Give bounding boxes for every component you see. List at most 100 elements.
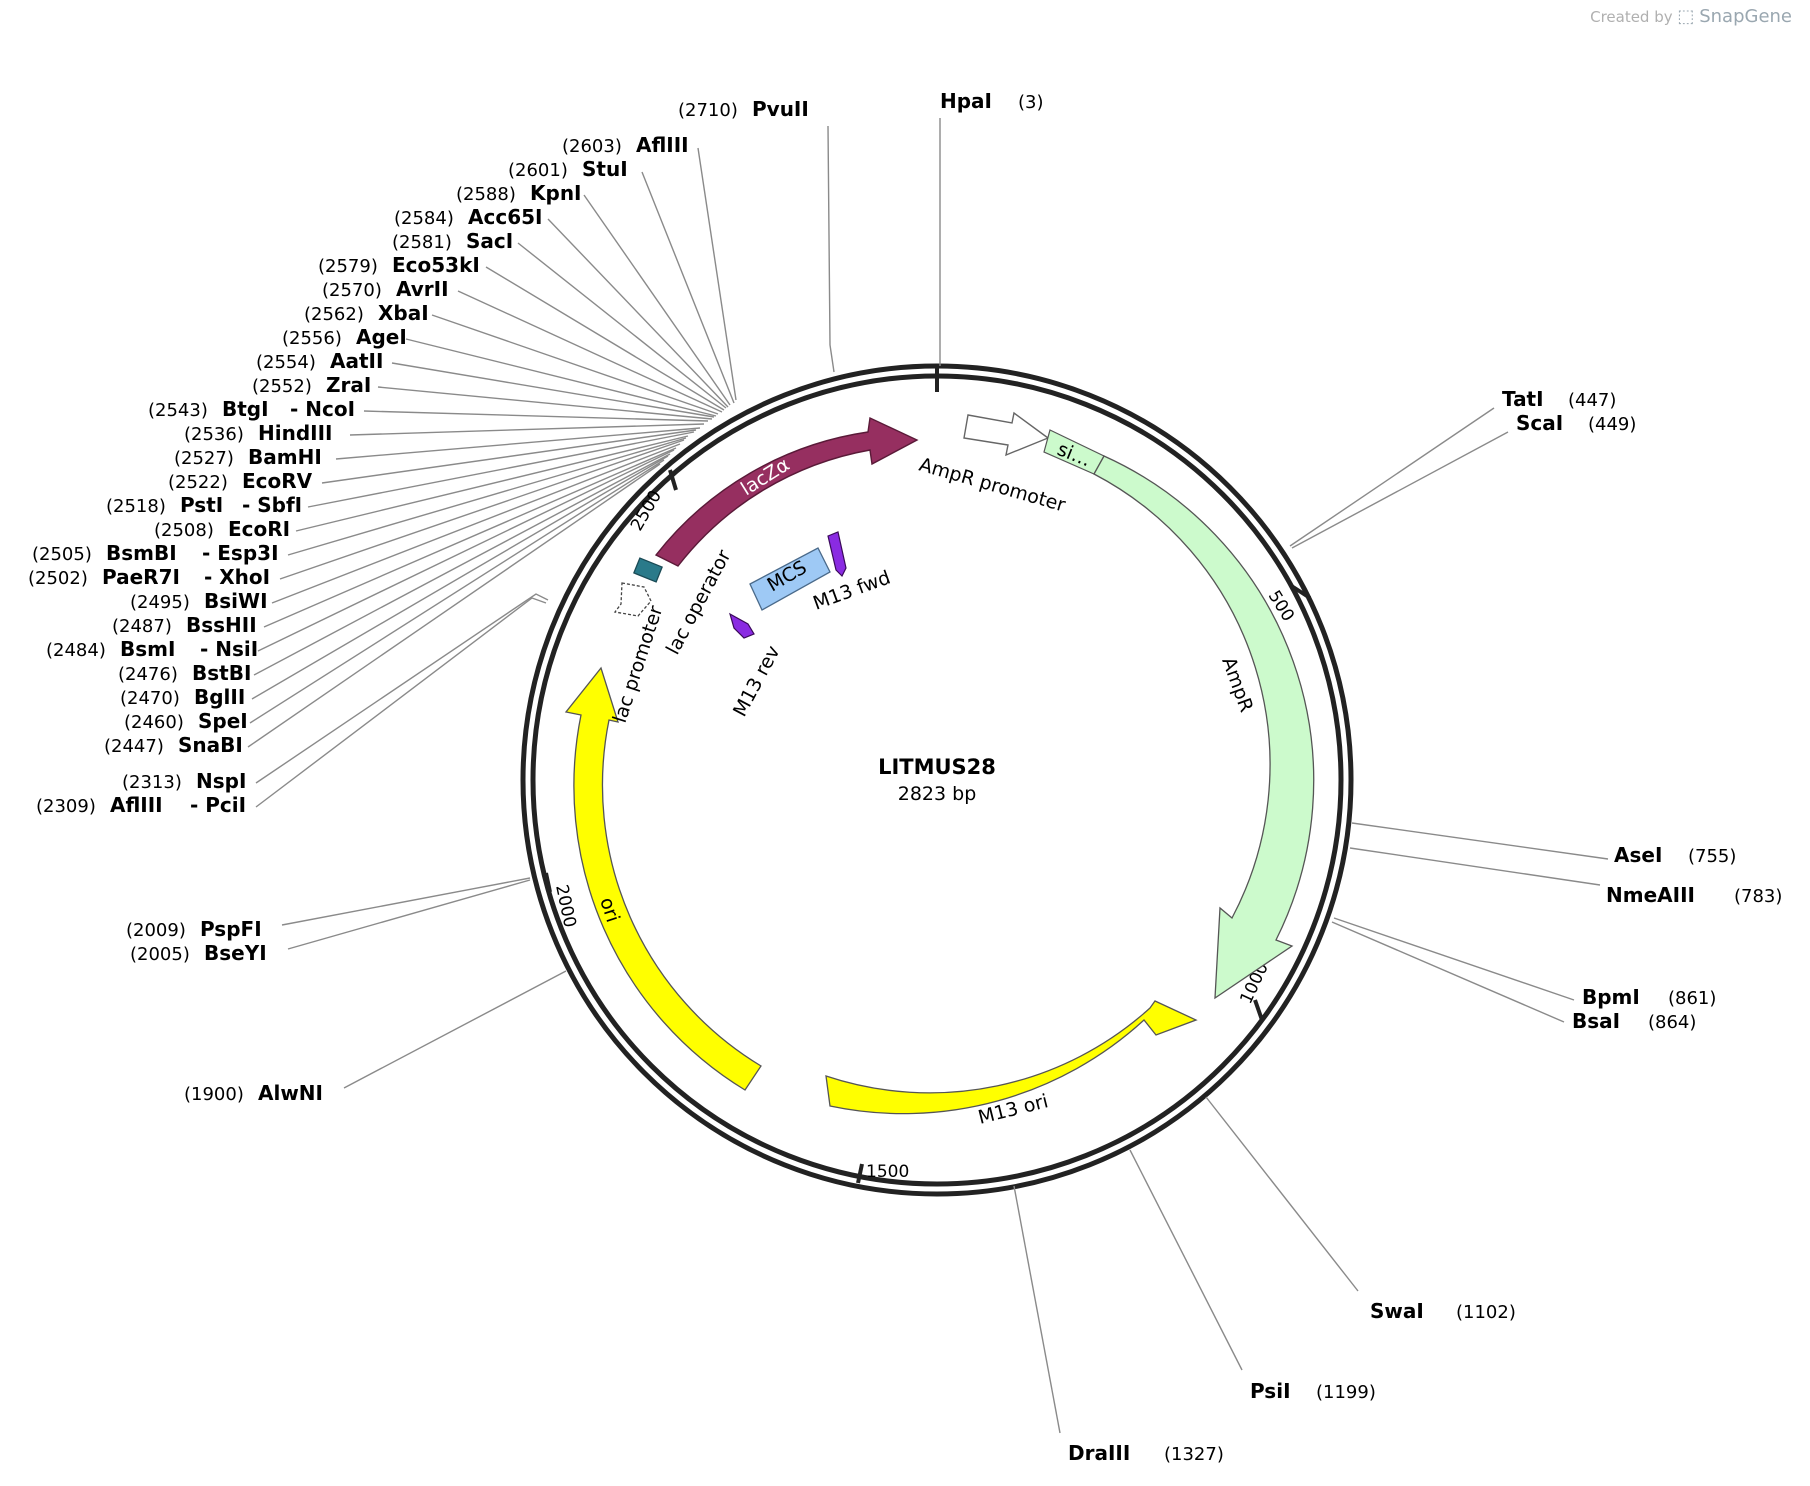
site-name-afliii-2[interactable]: AflIII [110,793,163,817]
site-name-nsii[interactable]: - NsiI [200,637,258,661]
site-name-hindiii[interactable]: HindIII [258,421,332,445]
site-name-avrii[interactable]: AvrII [396,277,449,301]
ampr-promoter-label: AmpR promoter [917,454,1068,517]
site-name-pvuii[interactable]: PvuII [752,97,809,121]
leader-pspfi [281,877,531,926]
site-name-bseyi[interactable]: BseYI [204,941,267,965]
site-pos-btgi: (2543) [148,400,208,421]
leader-nsii [257,449,675,652]
site-name-bsshii[interactable]: BssHII [186,613,257,637]
site-name-acc65i[interactable]: Acc65I [468,205,542,229]
site-name-bsai[interactable]: BsaI [1572,1009,1620,1033]
site-pos-bsmi: (2484) [46,640,106,661]
site-name-tati[interactable]: TatI [1502,387,1544,411]
site-name-zrai[interactable]: ZraI [326,373,371,397]
leader-tati [1289,407,1495,547]
site-pos-agei: (2556) [282,328,342,349]
site-name-bpmi[interactable]: BpmI [1582,985,1640,1009]
site-pos-ecori: (2508) [154,520,214,541]
site-name-saci[interactable]: SacI [466,229,513,253]
ampr-promoter-feature[interactable] [963,411,1050,457]
leader-esp3i [287,437,687,556]
leader-ecori [295,435,689,532]
site-pos-stui: (2601) [508,160,568,181]
site-name-agei[interactable]: AgeI [356,325,407,349]
site-pos-avrii: (2570) [322,280,382,301]
site-name-nmeaiii[interactable]: NmeAIII [1606,883,1695,907]
leader-ecorv [321,429,697,484]
tick-label-2000: 2000 [551,883,580,929]
plasmid-length: 2823 bp [898,783,977,805]
site-pos-bglii: (2470) [120,688,180,709]
left-leader-lines [247,125,835,1089]
m13-rev-primer[interactable] [729,612,755,639]
lac-promoter-label: lac promoter [609,603,668,726]
site-name-swai[interactable]: SwaI [1370,1299,1424,1323]
site-pos-bsshii: (2487) [112,616,172,637]
site-pos-alwni: (1900) [184,1084,244,1105]
site-name-btgi[interactable]: BtgI [222,397,269,421]
leader-bsiwi [271,443,681,604]
m13-ori-feature[interactable] [825,1000,1198,1115]
site-name-bamhi[interactable]: BamHI [248,445,322,469]
site-name-ecori[interactable]: EcoRI [228,517,290,541]
site-pos-afliii-2: (2309) [36,796,96,817]
site-pos-bpmi: (861) [1668,988,1716,1009]
site-pos-afliii: (2603) [562,136,622,157]
site-name-bglii[interactable]: BglII [194,685,245,709]
site-pos-eco53ki: (2579) [318,256,378,277]
mcs-feature[interactable] [749,547,831,611]
ampr-label: AmpR [1217,654,1257,715]
site-name-aatii[interactable]: AatII [330,349,383,373]
site-name-asei[interactable]: AseI [1614,843,1662,867]
lacz-alpha-feature[interactable] [654,416,919,567]
site-name-bsiwi[interactable]: BsiWI [204,589,268,613]
m13-fwd-primer[interactable] [827,531,847,578]
site-pos-zrai: (2552) [252,376,312,397]
site-name-ecorv[interactable]: EcoRV [242,469,313,493]
site-name-nspi[interactable]: NspI [196,769,246,793]
site-name-hpai[interactable]: HpaI [940,89,992,113]
site-name-scai[interactable]: ScaI [1516,411,1563,435]
site-name-afliii[interactable]: AflIII [636,133,689,157]
site-name-ncoi[interactable]: - NcoI [290,397,355,421]
site-name-bsmi[interactable]: BsmI [120,637,175,661]
ori-feature[interactable] [564,666,762,1091]
site-name-eco53ki[interactable]: Eco53kI [392,253,480,277]
site-name-stui[interactable]: StuI [582,157,628,181]
site-pos-nspi: (2313) [122,772,182,793]
site-pos-tati: (447) [1568,390,1616,411]
site-name-pcii[interactable]: - PciI [190,793,246,817]
site-name-paer7i[interactable]: PaeR7I [102,565,180,589]
site-name-bstbi[interactable]: BstBI [192,661,251,685]
site-name-xbai[interactable]: XbaI [378,301,429,325]
site-name-psti[interactable]: PstI [180,493,223,517]
site-pos-bsmbi: (2505) [32,544,92,565]
ampr-feature[interactable] [1093,455,1315,1000]
site-name-pspfi[interactable]: PspFI [200,917,262,941]
leader-kpni [583,194,731,406]
site-name-xhoi[interactable]: - XhoI [204,565,270,589]
site-name-snabi[interactable]: SnaBI [178,733,243,757]
site-pos-paer7i: (2502) [28,568,88,589]
tick-2000 [544,872,552,893]
leader-acc65i [547,218,729,408]
site-name-psii[interactable]: PsiI [1250,1379,1291,1403]
site-name-bsmbi[interactable]: BsmBI [106,541,177,565]
lac-operator-feature[interactable] [633,557,663,583]
leader-stui [641,171,735,404]
site-name-kpni[interactable]: KpnI [530,181,582,205]
lac-promoter-feature[interactable] [613,582,652,617]
site-name-sbfi[interactable]: - SbfI [242,493,302,517]
site-name-spei[interactable]: SpeI [198,709,248,733]
site-name-alwni[interactable]: AlwNI [258,1081,323,1105]
leader-snabi [247,463,661,748]
leader-saci [517,242,727,409]
site-name-esp3i[interactable]: - Esp3I [202,541,279,565]
tick-2500 [668,469,678,491]
site-pos-bamhi: (2527) [174,448,234,469]
site-name-draiii[interactable]: DraIII [1068,1441,1130,1465]
leader-eco53ki [485,266,725,411]
site-pos-bsai: (864) [1648,1012,1696,1033]
